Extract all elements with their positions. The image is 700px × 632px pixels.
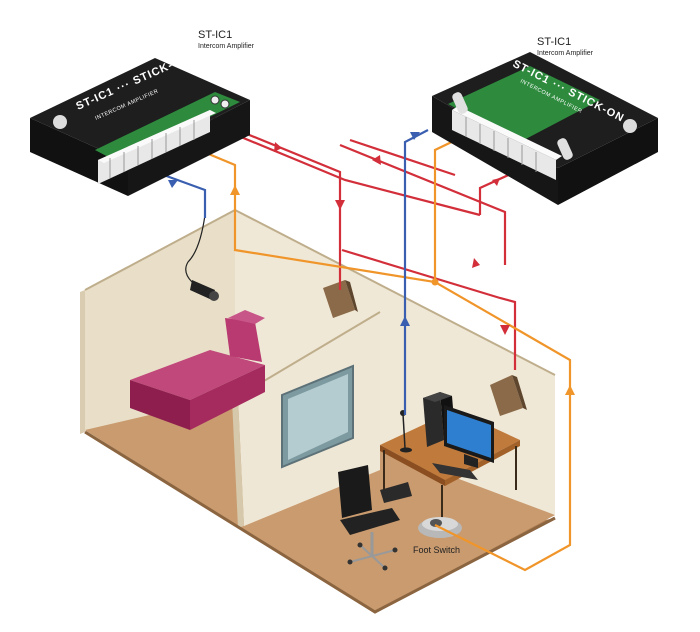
room xyxy=(80,208,556,614)
arrow-orange-1 xyxy=(230,185,240,195)
arrow-red-4 xyxy=(472,258,480,268)
speaker-control xyxy=(490,375,527,416)
arrow-red-5 xyxy=(500,325,510,335)
monitor xyxy=(444,405,494,468)
red-wire-amp2-b xyxy=(349,138,456,177)
amplifier-left-logo-icon xyxy=(53,115,67,129)
arrow-blue-3 xyxy=(400,316,410,326)
arrow-red-6 xyxy=(492,178,500,186)
arrow-orange-2 xyxy=(565,385,575,395)
wire-junction xyxy=(431,278,439,286)
left-side-wall xyxy=(80,290,85,434)
blue-wire-amp1-mic xyxy=(149,168,207,218)
couch xyxy=(130,310,265,430)
hanging-microphone xyxy=(185,214,219,301)
amplifier-right: ST-IC1 ··· STICK-ON INTERCOM AMPLIFIER S… xyxy=(432,36,658,205)
keyboard xyxy=(432,463,478,480)
amplifier-right-logo-icon xyxy=(623,119,637,133)
arrow-red-3 xyxy=(335,200,345,210)
arrow-red-2 xyxy=(372,155,381,165)
orange-wire-amp1 xyxy=(174,138,572,572)
amplifier-left: ST-IC1 ··· STICK-ON INTERCOM AMPLIFIER S… xyxy=(30,29,255,196)
foot-switch-label: Foot Switch xyxy=(413,545,460,555)
partition-edge xyxy=(232,398,244,528)
amplifier-right-model-label: ST-IC1 xyxy=(537,36,571,48)
red-wire-cross-1 xyxy=(339,143,507,265)
orange-wire-amp2 xyxy=(433,137,461,282)
amplifier-right-terminals xyxy=(452,106,562,180)
amplifier-left-model-label: ST-IC1 xyxy=(198,29,232,41)
speaker-room xyxy=(323,280,358,318)
amplifier-left-terminals xyxy=(98,110,216,184)
amplifier-left-type-label: Intercom Amplifier xyxy=(198,43,255,50)
arrow-red-1 xyxy=(274,142,282,152)
office-chair xyxy=(338,465,412,571)
floor-main xyxy=(85,395,555,612)
red-wire-cross-2 xyxy=(341,248,517,370)
arrow-blue-1 xyxy=(168,180,178,188)
red-wire-amp2 xyxy=(478,170,516,215)
amplifier-right-type-label: Intercom Amplifier xyxy=(537,50,594,57)
arrow-blue-2 xyxy=(410,132,420,140)
